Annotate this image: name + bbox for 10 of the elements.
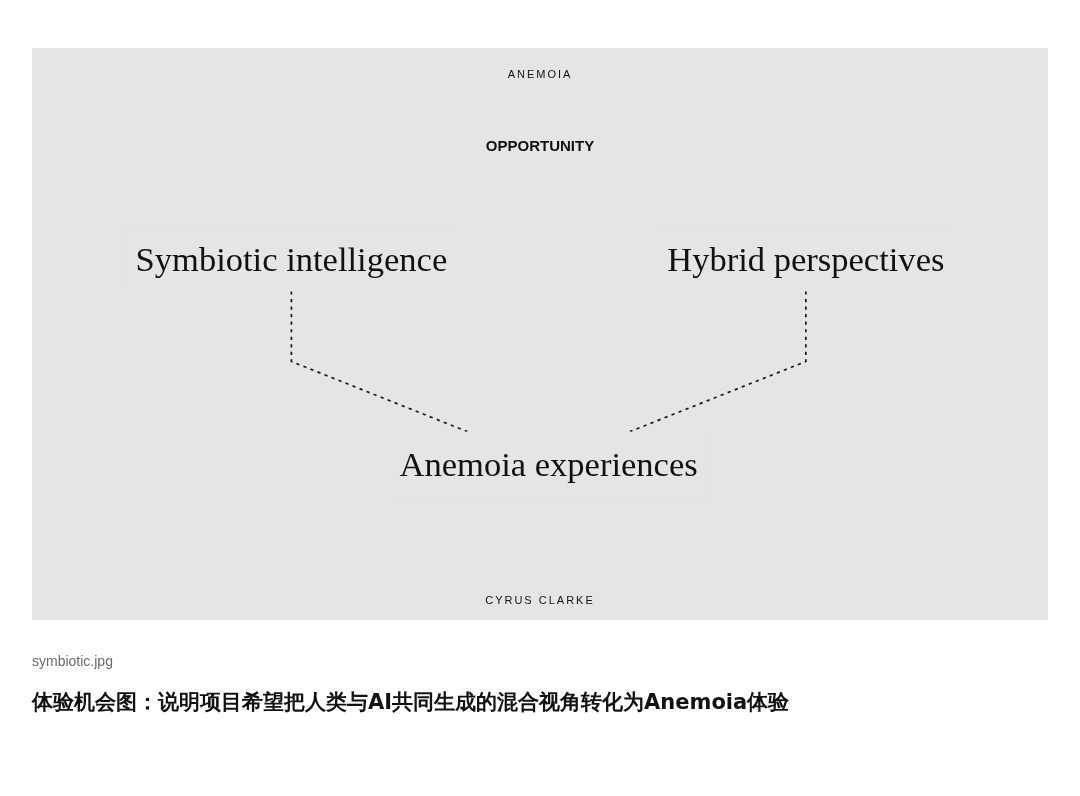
file-name: symbiotic.jpg [32, 653, 113, 669]
author-name: CYRUS CLARKE [485, 594, 595, 606]
connector [290, 290, 469, 433]
diagram-title: OPPORTUNITY [485, 137, 595, 154]
node-text: Hybrid perspectives [667, 239, 945, 279]
caption: 体验机会图：说明项目希望把人类与AI共同生成的混合视角转化为Anemoia体验 [32, 689, 790, 716]
connector [629, 290, 807, 433]
project-name: ANEMOIA [507, 68, 573, 80]
node-text: Symbiotic intelligence [135, 239, 448, 279]
node-text: Anemoia experiences [399, 444, 698, 484]
